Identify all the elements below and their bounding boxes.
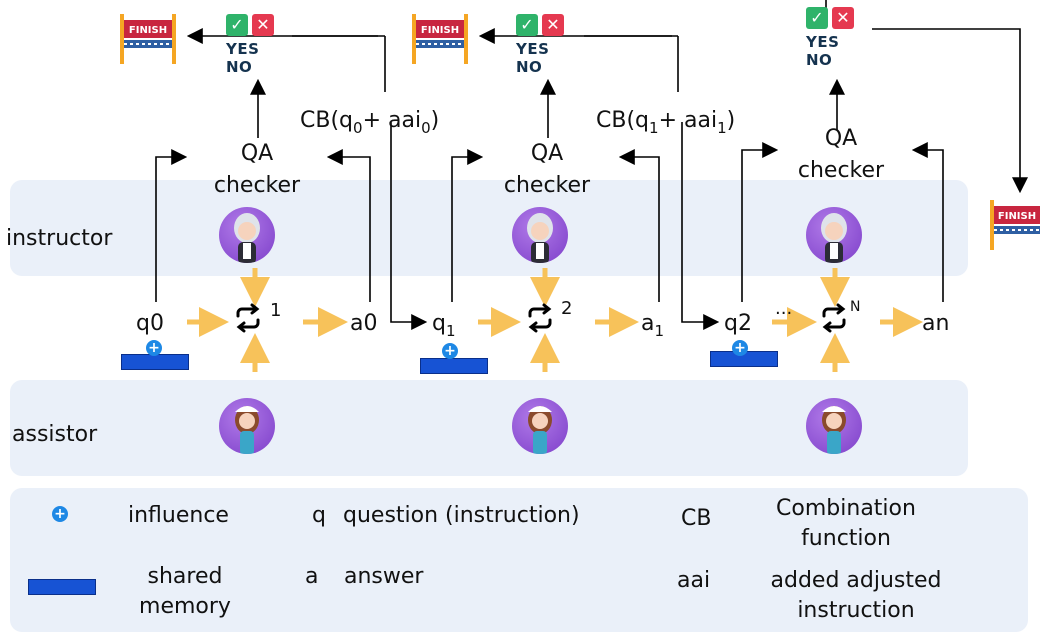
no-label: NO: [226, 58, 253, 76]
finish-text: FINISH: [129, 25, 167, 36]
assistor-figure: [235, 406, 259, 454]
yes-no-3: ✓ ✕ YES NO: [806, 7, 858, 69]
checker-label: checker: [797, 158, 885, 183]
cross-icon: ✕: [832, 7, 854, 29]
legend-a-desc: answer: [344, 564, 424, 589]
checker-label: checker: [503, 173, 591, 198]
q2-label: q2: [724, 311, 752, 336]
legend-aai-symbol: aai: [677, 568, 711, 593]
instructor-avatar-icon: [806, 207, 862, 263]
q1-label: q1: [432, 311, 456, 340]
checker-label: checker: [213, 173, 301, 198]
legend-q-symbol: q: [312, 503, 326, 528]
instructor-label: instructor: [6, 226, 113, 251]
step-2-label: 2: [561, 298, 573, 319]
check-icon: ✓: [226, 14, 248, 36]
no-label: NO: [806, 51, 833, 69]
instructor-figure: [527, 213, 553, 263]
finish-flag-icon: FINISH: [988, 200, 1040, 250]
cross-icon: ✕: [252, 14, 274, 36]
no-label: NO: [516, 58, 543, 76]
step-n-label: N: [850, 299, 861, 315]
a1-label: a1: [641, 311, 665, 340]
yes-no-2: ✓ ✕ YES NO: [516, 14, 568, 76]
instructor-figure: [234, 213, 260, 263]
finish-flag-drawing: FINISH: [412, 14, 468, 64]
loop-icon-n: [822, 303, 846, 333]
assistor-avatar-icon: [512, 398, 568, 454]
legend-influence-label: influence: [128, 503, 229, 528]
finish-flag-drawing: FINISH: [990, 200, 1040, 250]
assistor-avatar-icon: [806, 398, 862, 454]
legend-cb-desc: Combination function: [776, 496, 916, 551]
legend-q-desc: question (instruction): [343, 503, 580, 528]
legend-aai-desc: added adjusted instruction: [770, 568, 942, 623]
qa-label: QA: [530, 141, 564, 166]
influence-icon: +: [146, 340, 162, 356]
legend-a-symbol: a: [305, 564, 319, 589]
step-1-label: 1: [270, 300, 282, 321]
qa-label: QA: [824, 126, 858, 151]
an-label: an: [922, 311, 950, 336]
instructor-avatar-icon: [512, 207, 568, 263]
qa-checker-2: QA checker: [492, 138, 602, 202]
q0-label: q0: [136, 311, 164, 336]
combination-label-1: CB(q0+ aai0): [300, 108, 440, 137]
cross-icon: ✕: [542, 14, 564, 36]
shared-memory-block: [121, 354, 189, 370]
assistor-figure: [822, 406, 846, 454]
yes-no-1: ✓ ✕ YES NO: [226, 14, 278, 76]
shared-memory-block: [420, 358, 488, 374]
shared-memory-swatch: [28, 579, 96, 595]
qa-label: QA: [240, 141, 274, 166]
combination-label-2: CB(q1+ aai1): [596, 108, 736, 137]
instructor-avatar-icon: [219, 207, 275, 263]
assistor-avatar-icon: [219, 398, 275, 454]
yes-label: YES: [226, 40, 260, 58]
finish-text: FINISH: [421, 25, 459, 36]
assistor-label: assistor: [12, 422, 98, 447]
assistor-figure: [528, 406, 552, 454]
finish-flag-icon: FINISH: [118, 14, 180, 64]
loop-icon-1: [236, 303, 260, 333]
instructor-figure: [821, 213, 847, 263]
finish-flag-icon: FINISH: [410, 14, 472, 64]
influence-icon: +: [732, 340, 748, 356]
a0-label: a0: [350, 311, 378, 336]
check-icon: ✓: [516, 14, 538, 36]
yes-label: YES: [806, 33, 840, 51]
qa-checker-1: QA checker: [202, 138, 312, 202]
finish-text: FINISH: [998, 211, 1036, 222]
influence-icon: +: [442, 343, 458, 359]
legend-panel: [10, 488, 1028, 632]
legend-shared-memory-label: shared memory: [139, 564, 231, 619]
qa-checker-3: QA checker: [786, 123, 896, 187]
ellipsis-label: ...: [775, 298, 793, 319]
influence-icon: +: [52, 506, 68, 522]
legend-cb-symbol: CB: [681, 506, 712, 531]
check-icon: ✓: [806, 7, 828, 29]
loop-icon-2: [528, 303, 552, 333]
yes-label: YES: [516, 40, 550, 58]
finish-flag-drawing: FINISH: [120, 14, 176, 64]
